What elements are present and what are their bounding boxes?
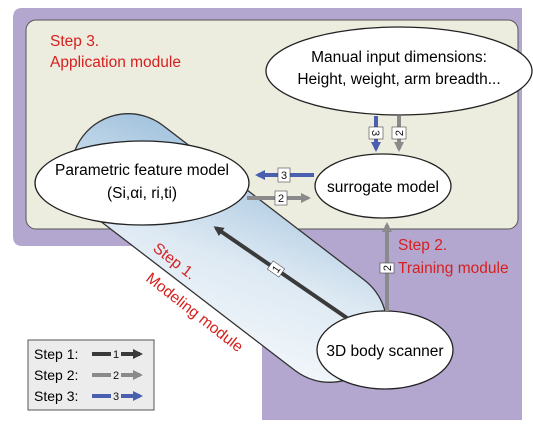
svg-text:2: 2 <box>113 370 119 382</box>
svg-text:2: 2 <box>382 265 394 271</box>
svg-text:2: 2 <box>278 193 284 205</box>
legend-step2-label: Step 2: <box>34 367 78 383</box>
application-step-label: Step 3. <box>50 33 99 50</box>
application-module-label: Application module <box>50 54 181 71</box>
svg-text:3: 3 <box>281 170 287 182</box>
arrow-label-input-to-surrogate: 3 <box>368 126 384 140</box>
svg-text:1: 1 <box>113 349 119 361</box>
legend-step1-label: Step 1: <box>34 346 78 362</box>
svg-text:3: 3 <box>113 391 119 403</box>
training-step-label: Step 2. <box>398 237 447 254</box>
svg-text:2: 2 <box>394 130 406 136</box>
arrow-label-scanner-to-surrogate: 2 <box>379 262 395 274</box>
body-scanner-label: 3D body scanner <box>326 343 443 360</box>
surrogate-model-node <box>314 153 452 219</box>
svg-text:3: 3 <box>369 130 381 136</box>
arrow-label-scanner-to-parametric: 1 <box>266 260 286 278</box>
parametric-model-title: Parametric feature model <box>55 162 229 179</box>
arrow-label-surrogate-to-input: 2 <box>391 126 407 140</box>
arrow-label-parametric-to-surrogate: 2 <box>274 190 288 206</box>
manual-input-node <box>265 26 533 116</box>
manual-input-dimensions: Height, weight, arm breadth... <box>297 71 500 88</box>
arrow-label-surrogate-to-parametric: 3 <box>277 167 291 183</box>
legend-step3-label: Step 3: <box>34 388 78 404</box>
parametric-feature-model-node <box>34 140 250 226</box>
svg-text:1: 1 <box>270 264 283 276</box>
manual-input-title: Manual input dimensions: <box>311 49 487 66</box>
legend: Step 1: 1 Step 2: 2 Step 3: 3 <box>27 339 155 411</box>
training-module-label: Training module <box>398 260 509 277</box>
parametric-model-params: (Si,αi, ri,ti) <box>107 185 177 202</box>
surrogate-model-label: surrogate model <box>327 179 439 196</box>
